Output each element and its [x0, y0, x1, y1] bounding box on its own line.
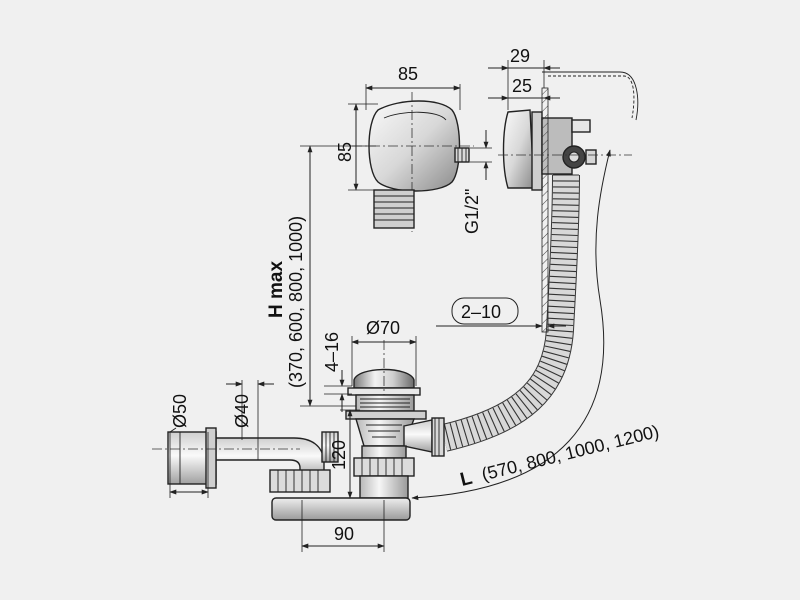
- base-plate: [271, 497, 411, 521]
- label-dim-29: 29: [510, 46, 530, 66]
- label-overflow-height: 85: [335, 142, 355, 162]
- waste-valve: [345, 340, 445, 520]
- label-waste-diameter: Ø70: [366, 318, 400, 338]
- hose-rib: [552, 210, 579, 212]
- label-thread-size: G1/2": [462, 189, 482, 234]
- dimension-lines: [169, 60, 611, 552]
- label-overflow-width: 85: [398, 64, 418, 84]
- label-dim-90: 90: [334, 524, 354, 544]
- outlet-pipe: [152, 427, 339, 493]
- overflow-unit-front: [352, 92, 474, 232]
- label-h-max-values: (370, 600, 800, 1000): [286, 216, 306, 388]
- label-dim-25: 25: [512, 76, 532, 96]
- label-h-max: H max: [266, 261, 287, 318]
- label-dim-120: 120: [329, 440, 349, 470]
- label-dim-4-16: 4–16: [322, 332, 342, 372]
- label-wall-range: 2–10: [461, 302, 501, 322]
- hose-rib: [552, 204, 579, 206]
- label-pipe-50: Ø50: [170, 394, 190, 428]
- overflow-outlet-thread: [373, 189, 415, 229]
- label-length: L: [458, 468, 475, 491]
- label-pipe-40: Ø40: [232, 394, 252, 428]
